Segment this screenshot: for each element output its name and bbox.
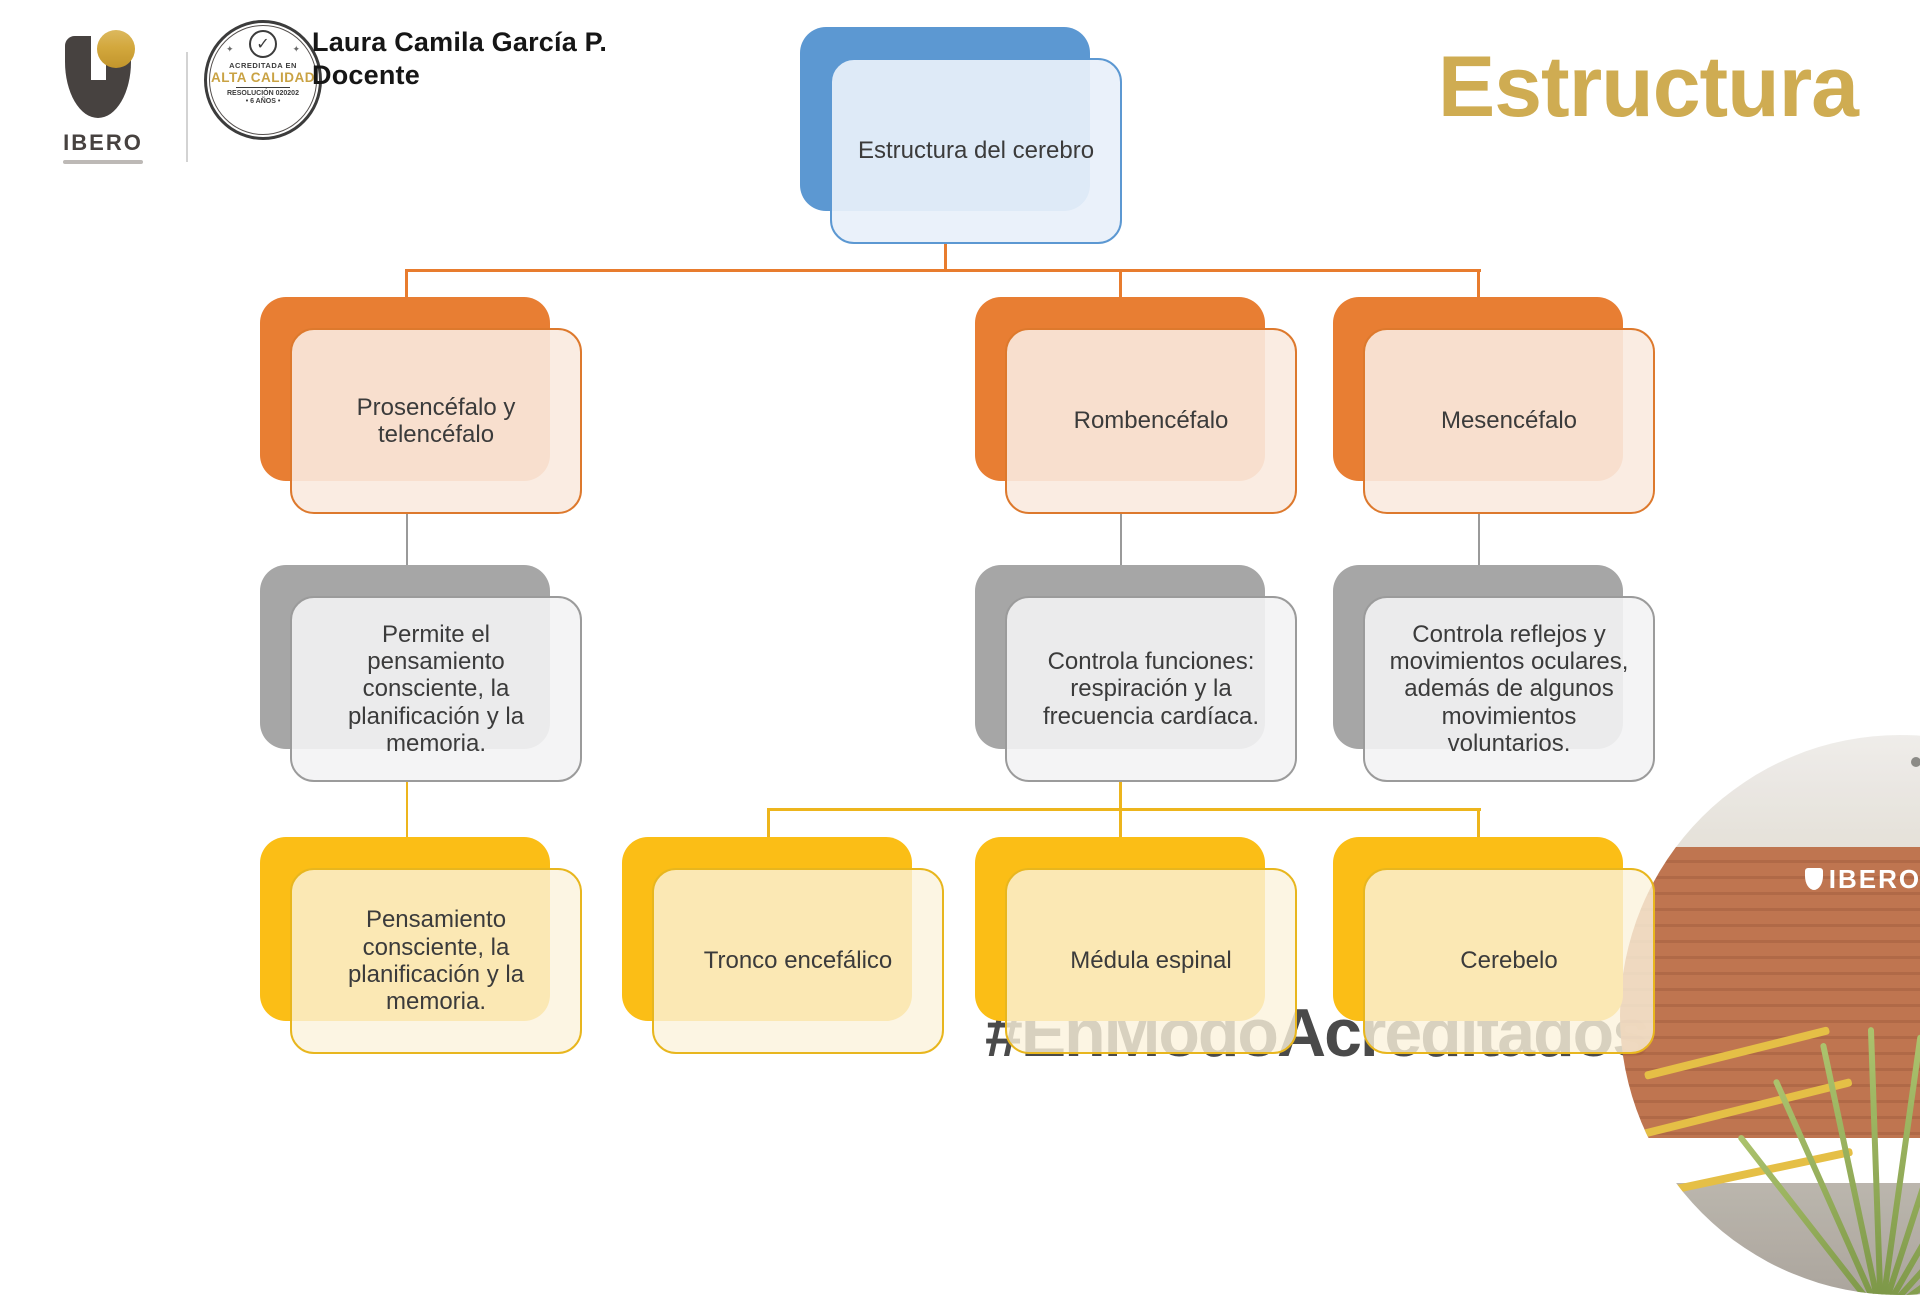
node-prosencefalo: Prosencéfalo y telencéfalo: [260, 297, 582, 514]
node-label: Prosencéfalo y telencéfalo: [356, 393, 516, 448]
node-tronco-encefalico: Tronco encefálico: [622, 837, 944, 1054]
ibero-shield-icon: [1804, 868, 1823, 891]
ibero-logo: IBERO: [57, 28, 177, 178]
checkmark-icon: ✓: [249, 30, 277, 58]
connector-level2-rail: [405, 269, 1481, 272]
node-label: Pensamiento consciente, la planificación…: [347, 906, 525, 1016]
node-funcion-rombencefalo: Controla funciones: respiración y la fre…: [975, 565, 1297, 782]
node-front-panel: Permite el pensamiento consciente, la pl…: [290, 596, 582, 782]
seal-resolution-text: RESOLUCIÓN 020202: [227, 90, 299, 97]
node-label: Controla funciones: respiración y la fre…: [1042, 647, 1260, 730]
page-title: Estructura: [1437, 39, 1859, 135]
seal-sparkle-icon: ✦: [292, 44, 300, 54]
node-front-panel: Mesencéfalo: [1363, 328, 1655, 514]
connector-drop-tronco: [767, 808, 770, 838]
connector-rombencefalo-function: [1120, 513, 1122, 566]
ibero-gold-dot-icon: [97, 30, 135, 68]
node-cerebelo: Cerebelo: [1333, 837, 1655, 1054]
node-label: Mesencéfalo: [1440, 407, 1578, 435]
seal-outer-ring: [204, 20, 322, 140]
seal-accredited-text: ACREDITADA EN: [229, 61, 297, 70]
seal-content: ✓ ✦ ✦ ACREDITADA EN ALTA CALIDAD RESOLUC…: [204, 20, 322, 140]
photo-ibero-sign: IBERO: [1804, 863, 1920, 895]
connector-pensamiento-drop: [406, 781, 408, 838]
connector-drop-cerebelo: [1477, 808, 1480, 838]
node-front-panel: Cerebelo: [1363, 868, 1655, 1054]
professor-role: Docente: [312, 59, 420, 90]
node-front-panel: Prosencéfalo y telencéfalo: [290, 328, 582, 514]
node-label: Médula espinal: [1070, 947, 1232, 975]
node-front-panel: Pensamiento consciente, la planificación…: [290, 868, 582, 1054]
accreditation-seal: ✓ ✦ ✦ ACREDITADA EN ALTA CALIDAD RESOLUC…: [204, 20, 322, 140]
professor-name: Laura Camila García P.: [312, 27, 608, 57]
seal-rule: [236, 87, 290, 88]
ceiling-light: [1911, 757, 1920, 768]
connector-romb-children-stem: [1119, 781, 1122, 810]
seal-quality-text: ALTA CALIDAD: [211, 70, 315, 85]
seal-inner-ring: [209, 25, 317, 135]
node-funcion-prosencefalo: Permite el pensamiento consciente, la pl…: [260, 565, 582, 782]
node-front-panel: Controla funciones: respiración y la fre…: [1005, 596, 1297, 782]
ibero-wordmark: IBERO: [63, 130, 143, 155]
node-front-panel: Controla reflejos y movimientos oculares…: [1363, 596, 1655, 782]
node-rombencefalo: Rombencéfalo: [975, 297, 1297, 514]
node-mesencefalo: Mesencéfalo: [1333, 297, 1655, 514]
connector-drop-medula: [1119, 808, 1122, 838]
node-label: Permite el pensamiento consciente, la pl…: [347, 620, 525, 758]
node-pensamiento-consciente: Pensamiento consciente, la planificación…: [260, 837, 582, 1054]
seal-sparkle-icon: ✦: [226, 44, 234, 54]
connector-root-stem: [944, 243, 947, 271]
node-label: Estructura del cerebro: [857, 137, 1095, 165]
logo-tagline: [63, 160, 143, 164]
node-estructura-del-cerebro: Estructura del cerebro: [800, 27, 1122, 244]
connector-prosencefalo-function: [406, 513, 408, 566]
photo-sign-text: IBERO: [1828, 863, 1920, 894]
seal-years-text: • 6 AÑOS •: [245, 98, 281, 105]
node-label: Controla reflejos y movimientos oculares…: [1389, 620, 1629, 758]
header-divider: [186, 52, 188, 162]
connector-mesencefalo-function: [1478, 513, 1480, 566]
connector-drop-mesencefalo: [1477, 269, 1480, 298]
node-label: Tronco encefálico: [703, 947, 893, 975]
node-front-panel: Rombencéfalo: [1005, 328, 1297, 514]
node-funcion-mesencefalo: Controla reflejos y movimientos oculares…: [1333, 565, 1655, 782]
node-front-panel: Tronco encefálico: [652, 868, 944, 1054]
node-label: Rombencéfalo: [1073, 407, 1229, 435]
node-medula-espinal: Médula espinal: [975, 837, 1297, 1054]
connector-level4-rail: [767, 808, 1481, 811]
connector-drop-rombencefalo: [1119, 269, 1122, 298]
node-front-panel: Estructura del cerebro: [830, 58, 1122, 244]
professor-block: Laura Camila García P. Docente: [312, 26, 607, 92]
connector-drop-prosencefalo: [405, 269, 408, 298]
node-label: Cerebelo: [1460, 947, 1558, 975]
campus-photo: IBERO: [1620, 735, 1920, 1295]
node-front-panel: Médula espinal: [1005, 868, 1297, 1054]
